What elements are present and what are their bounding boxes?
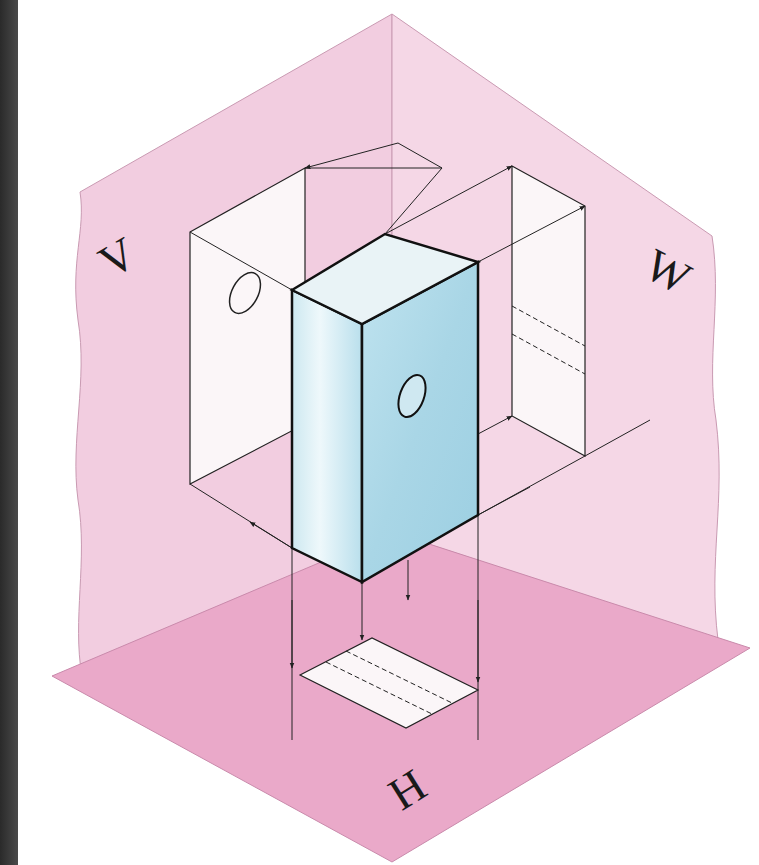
stage: VWH <box>0 0 759 865</box>
projection-illustration <box>0 0 759 865</box>
